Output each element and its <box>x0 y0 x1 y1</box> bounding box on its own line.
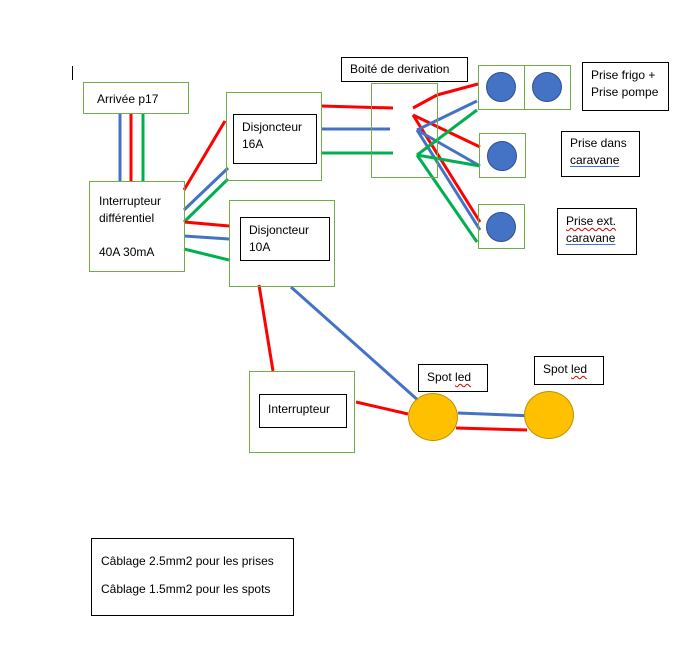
outlet-icon <box>486 72 516 102</box>
label-spot-led-2: Spot led <box>534 356 604 385</box>
label-text: led <box>455 370 472 384</box>
wire-phase <box>455 426 528 432</box>
wire-neutral <box>290 285 421 404</box>
wire-phase <box>183 220 230 228</box>
label-disjoncteur-10a: Disjoncteur 10A <box>240 217 330 261</box>
label-boite-derivation: Boité de derivation <box>341 57 468 82</box>
spot-led-icon <box>408 393 458 441</box>
wire-phase <box>355 400 409 416</box>
label-prise-ext: Prise ext. caravane <box>557 208 637 255</box>
label-text: Spot led <box>427 370 472 384</box>
wire-phase <box>412 113 481 149</box>
wire-neutral <box>182 166 230 212</box>
wire-phase <box>320 104 394 110</box>
note-cable-spots: Câblage 1.5mm2 pour les spots <box>101 582 271 596</box>
label-text: Prise pompe <box>591 85 659 99</box>
label-text: Arrivée p17 <box>97 92 159 106</box>
wire-phase <box>412 93 438 110</box>
label-interrupteur: Interrupteur <box>259 394 347 428</box>
wire-phase <box>182 120 227 191</box>
label-text: Interrupteur <box>268 402 331 416</box>
label-text: caravane <box>566 231 616 245</box>
label-text: Spot led <box>543 362 588 376</box>
label-interrupteur-differentiel: Interrupteur différentiel 40A 30mA <box>93 189 179 262</box>
text-cursor <box>72 66 73 80</box>
outlet-frame <box>524 65 571 110</box>
wire-phase <box>436 82 479 97</box>
label-text: 10A <box>249 240 271 254</box>
label-prise-caravane: Prise dans caravane <box>561 131 640 177</box>
spot-led-icon <box>524 391 574 439</box>
wire-earth <box>183 247 230 262</box>
outlet-frame <box>479 133 526 178</box>
note-cable-prises: Câblage 2.5mm2 pour les prises <box>101 554 274 568</box>
label-text: Interrupteur <box>99 194 162 208</box>
label-text: led <box>571 362 588 376</box>
wire-neutral <box>416 99 478 132</box>
label-text: Prise ext. <box>566 214 617 228</box>
switch-container <box>249 371 355 453</box>
label-text: Prise frigo + <box>591 68 656 82</box>
outlet-frame <box>478 204 525 249</box>
supply-frame <box>83 82 189 114</box>
label-disjoncteur-16a: Disjoncteur 16A <box>233 114 317 164</box>
wire-earth <box>416 108 478 157</box>
label-text: 16A <box>242 137 264 151</box>
breaker-10a-container <box>229 200 335 287</box>
label-prise-frigo: Prise frigo + Prise pompe <box>582 62 669 111</box>
label-text: Disjoncteur <box>249 223 310 237</box>
label-text: caravane <box>570 153 620 167</box>
notes-box: Câblage 2.5mm2 pour les prises Câblage 1… <box>91 538 294 616</box>
breaker-16a-container <box>226 92 322 181</box>
label-spot-led-1: Spot led <box>418 364 488 392</box>
junction-box-container <box>371 83 438 178</box>
wire-neutral <box>183 234 230 241</box>
label-text: Disjoncteur <box>242 120 303 134</box>
label-text <box>99 227 173 244</box>
wire-earth <box>182 177 230 224</box>
outlet-icon <box>486 212 516 242</box>
label-text: Boité de derivation <box>350 62 450 76</box>
label-arrivee: Arrivée p17 <box>89 86 182 112</box>
wire-neutral <box>416 128 481 168</box>
label-text: Prise dans <box>570 136 627 150</box>
wire-earth <box>416 153 481 168</box>
wire-phase <box>257 284 275 372</box>
rcd-container <box>89 181 185 272</box>
wire-earth <box>415 154 479 243</box>
label-text: différentiel <box>99 211 155 225</box>
outlet-icon <box>532 72 562 102</box>
outlet-icon <box>487 141 517 171</box>
wire-neutral <box>457 411 536 418</box>
label-text: 40A 30mA <box>99 245 155 259</box>
